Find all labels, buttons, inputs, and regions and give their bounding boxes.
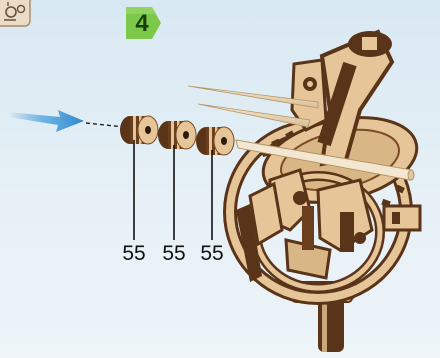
leader-lines <box>134 140 212 240</box>
wooden-mechanism <box>230 31 425 352</box>
bushing-part <box>120 116 158 144</box>
part-number-label: 55 <box>192 242 232 266</box>
part-number-label: 55 <box>154 242 194 266</box>
bushing-part <box>158 121 196 149</box>
arrow-right-icon <box>8 110 84 132</box>
bushing-part <box>196 127 234 155</box>
part-number-label: 55 <box>114 242 154 266</box>
